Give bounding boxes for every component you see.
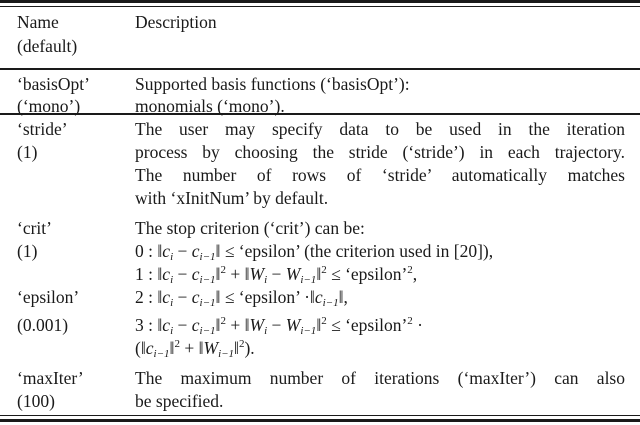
row-rule (0, 113, 640, 115)
param-default-epsilon: (0.001) (17, 315, 69, 335)
desc-maxiter-line1: The maximum number of iterations (‘maxIt… (135, 368, 625, 388)
header-default: (default) (17, 36, 78, 56)
param-default-crit: (1) (17, 241, 38, 261)
top-thick-rule (0, 0, 640, 3)
param-name-maxiter: ‘maxIter’ (17, 368, 84, 388)
desc-stride-line2: process by choosing the stride (‘stride’… (135, 142, 625, 162)
param-name-crit: ‘crit’ (17, 218, 52, 238)
criterion-3: 3 : ‖ci − ci−1‖2 + ‖Wi − Wi−1‖2 ≤ ‘epsil… (135, 315, 423, 337)
desc-stride-line1: The user may specify data to be used in … (135, 119, 625, 139)
param-name-epsilon: ‘epsilon’ (17, 287, 80, 307)
top-thin-rule (0, 6, 640, 7)
desc-basisopt-line1: Supported basis functions (‘basisOpt’): (135, 74, 410, 94)
desc-stride-line3: The number of rows of ‘stride’ automatic… (135, 165, 625, 185)
bottom-thick-rule (0, 419, 640, 422)
criterion-0: 0 : ‖ci − ci−1‖ ≤ ‘epsilon’ (the criteri… (135, 241, 494, 263)
criterion-1: 1 : ‖ci − ci−1‖2 + ‖Wi − Wi−1‖2 ≤ ‘epsil… (135, 264, 418, 286)
param-name-basisopt: ‘basisOpt’ (17, 74, 90, 94)
desc-crit-line1: The stop criterion (‘crit’) can be: (135, 218, 365, 238)
param-default-maxiter: (100) (17, 391, 55, 411)
desc-stride-line4: with ‘xInitNum’ by default. (135, 188, 329, 208)
header-name: Name (17, 12, 59, 32)
desc-maxiter-line2: be specified. (135, 391, 224, 411)
desc-basisopt-line2: monomials (‘mono’). (135, 96, 285, 116)
bottom-thin-rule (0, 415, 640, 416)
param-name-stride: ‘stride’ (17, 119, 68, 139)
param-default-basisopt: (‘mono’) (17, 96, 81, 116)
criterion-2: 2 : ‖ci − ci−1‖ ≤ ‘epsilon’ ·‖ci−1‖, (135, 287, 348, 309)
header-description: Description (135, 12, 217, 32)
header-rule (0, 68, 640, 70)
criterion-3-cont: (‖ci−1‖2 + ‖Wi−1‖2). (135, 338, 255, 360)
param-default-stride: (1) (17, 142, 38, 162)
